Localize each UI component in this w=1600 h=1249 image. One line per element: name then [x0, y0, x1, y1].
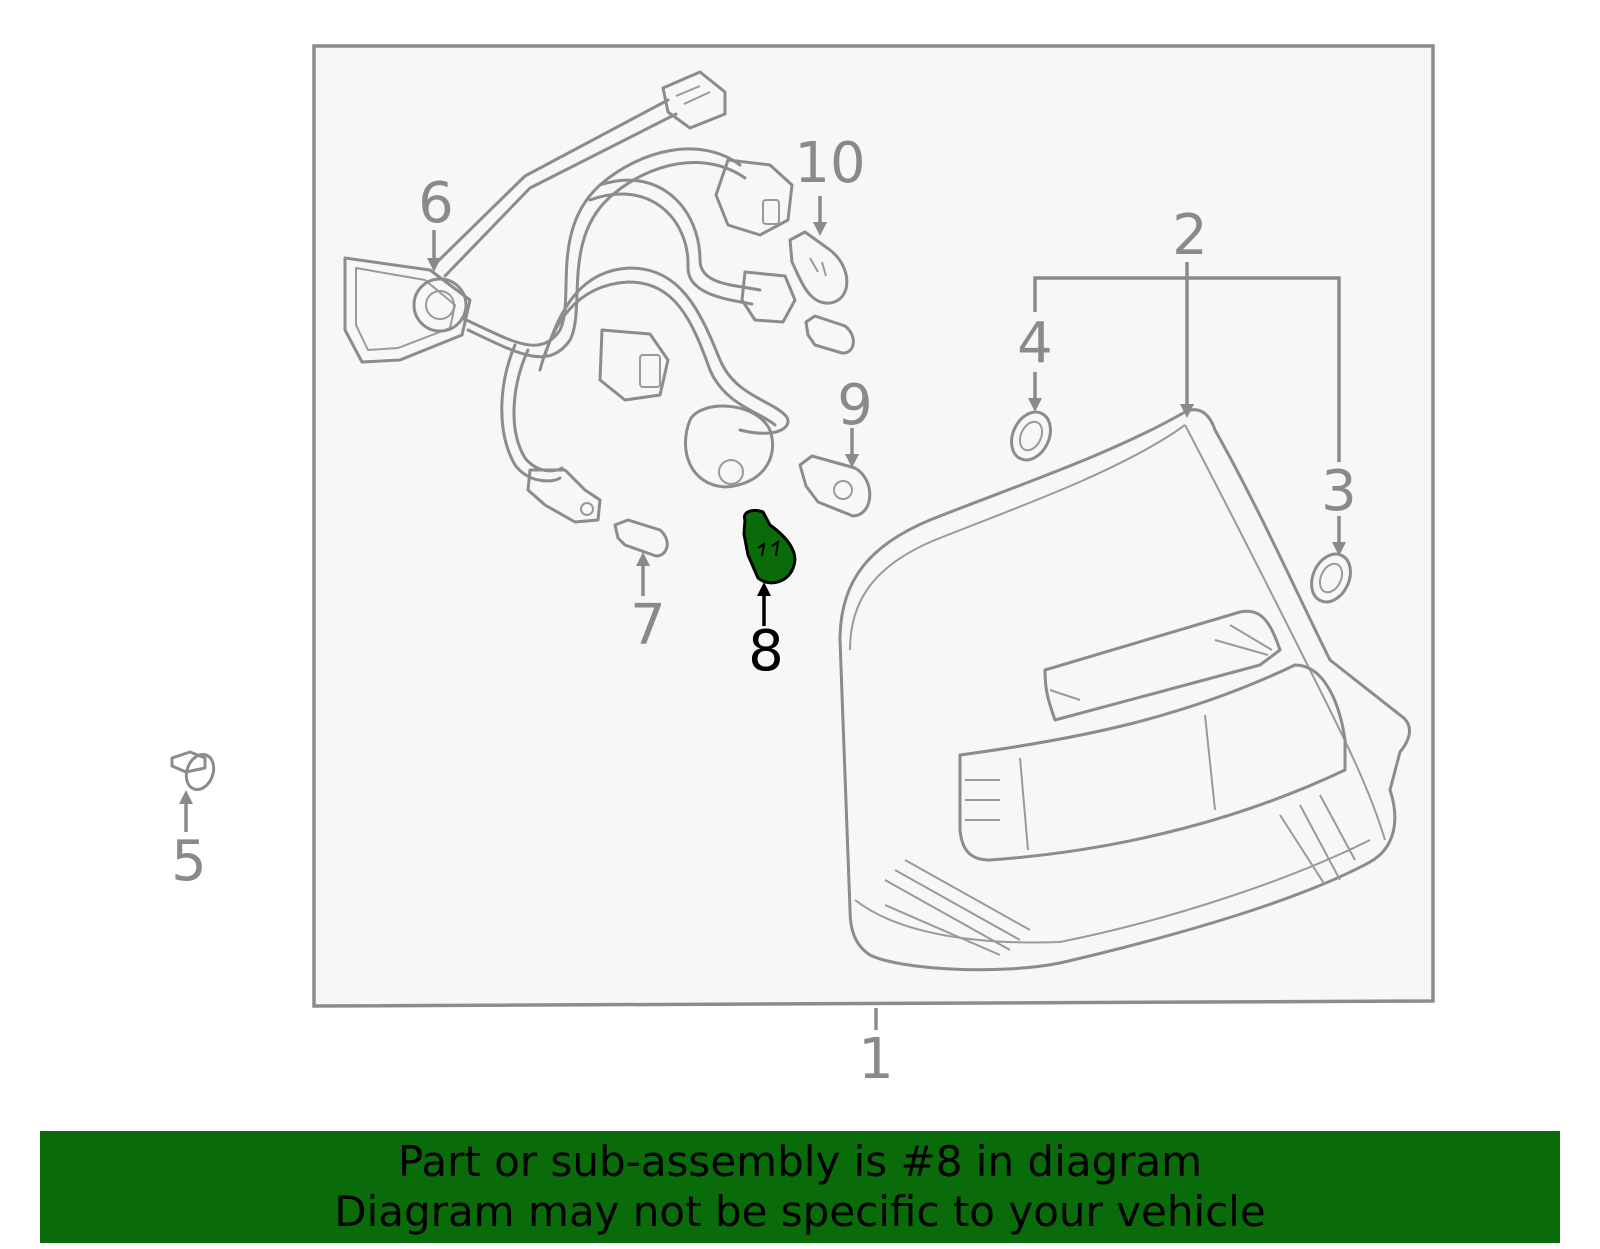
grommet-4 [1010, 410, 1052, 462]
banner-part-line: Part or sub-assembly is #8 in diagram [397, 1137, 1203, 1186]
parts-diagram: 1 2 3 4 5 6 7 8 9 10 [170, 44, 1435, 1092]
leader-2-bracket [1033, 276, 1341, 462]
wiring-harness [343, 70, 797, 524]
callout-4: 4 [1017, 311, 1053, 376]
assembly-frame [312, 44, 1435, 1008]
tail-lamp-housing [838, 408, 1411, 972]
callout-7: 7 [630, 593, 666, 658]
bulb-10 [788, 230, 849, 305]
bulb-7 [613, 518, 669, 558]
bulb-9 [798, 454, 872, 518]
callout-1: 1 [858, 1027, 894, 1092]
bulb-8-highlighted [742, 508, 797, 585]
grommet-3 [1310, 552, 1352, 604]
banner-disclaimer-line: Diagram may not be specific to your vehi… [334, 1187, 1266, 1236]
callout-8: 8 [748, 619, 784, 684]
callout-3: 3 [1321, 459, 1357, 524]
callout-10: 10 [794, 131, 865, 196]
callout-2: 2 [1172, 203, 1208, 268]
info-banner: Part or sub-assembly is #8 in diagram Di… [40, 1131, 1560, 1243]
callout-9: 9 [837, 373, 873, 438]
bolt-5 [170, 750, 216, 791]
callout-6: 6 [418, 171, 454, 236]
callout-5: 5 [171, 829, 207, 894]
bulb-side [804, 314, 855, 355]
